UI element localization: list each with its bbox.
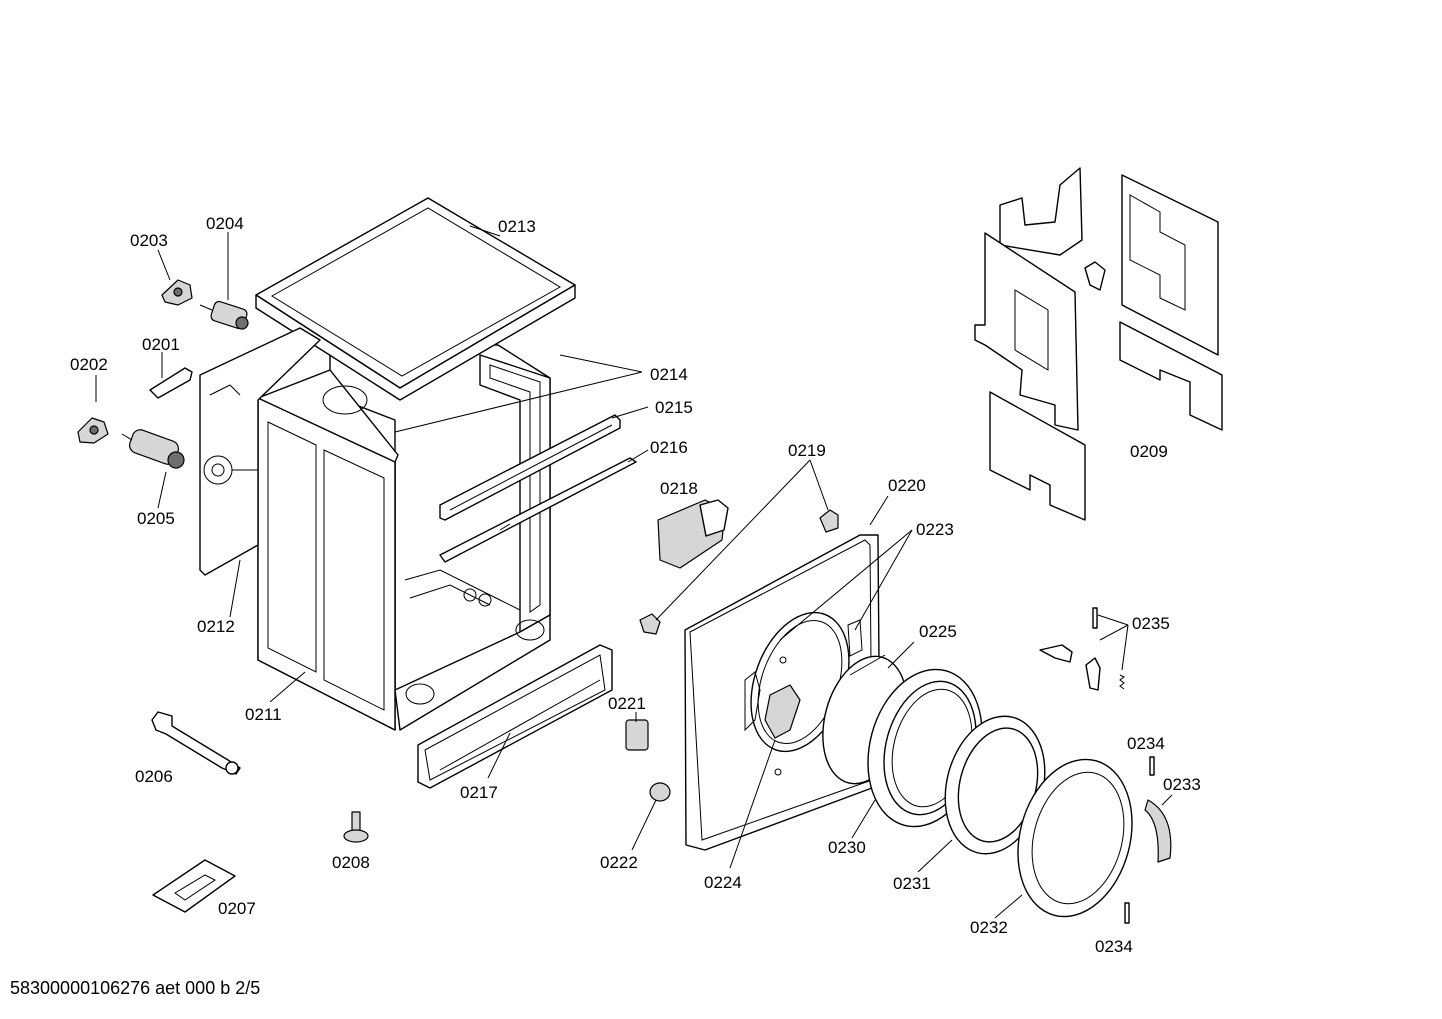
- label-0224: 0224: [704, 873, 742, 892]
- label-0230: 0230: [828, 838, 866, 857]
- label-0220: 0220: [888, 476, 926, 495]
- label-0204: 0204: [206, 214, 244, 233]
- bracket-0207: [152, 859, 236, 913]
- label-0235: 0235: [1132, 614, 1170, 633]
- label-0234b: 0234: [1095, 937, 1133, 956]
- label-0232: 0232: [970, 918, 1008, 937]
- label-0217: 0217: [460, 783, 498, 802]
- part-labels: 0203 0204 0201 0202 0205 0212 0211 0206 …: [70, 214, 1201, 956]
- label-0213: 0213: [498, 217, 536, 236]
- label-0221: 0221: [608, 694, 646, 713]
- door-lock-0218: [657, 499, 729, 569]
- part-0203: [161, 279, 193, 306]
- label-0212: 0212: [197, 617, 235, 636]
- label-0234a: 0234: [1127, 734, 1165, 753]
- label-0211: 0211: [245, 705, 282, 724]
- cross-rail-0215: [439, 414, 621, 521]
- document-id: 58300000106276 aet 000 b 2/5: [10, 978, 261, 998]
- cross-rail-0216: [439, 457, 637, 563]
- clip-0219a: [819, 509, 839, 533]
- part-0202: [77, 417, 109, 444]
- part-0205: [121, 429, 185, 469]
- label-0233: 0233: [1163, 775, 1201, 794]
- top-cover-0213: [255, 197, 576, 401]
- pin-0234a: [1149, 756, 1155, 776]
- part-0204: [199, 300, 249, 330]
- label-0202: 0202: [70, 355, 108, 374]
- label-0208: 0208: [332, 853, 370, 872]
- handle-0233: [1144, 799, 1172, 863]
- label-0223: 0223: [916, 520, 954, 539]
- label-0218: 0218: [660, 479, 698, 498]
- door-outer-ring-0232: [1017, 758, 1133, 918]
- label-0231: 0231: [893, 874, 931, 893]
- label-0203: 0203: [130, 231, 168, 250]
- cabinet-0211: [257, 339, 551, 731]
- label-0207: 0207: [218, 899, 256, 918]
- part-0222: [649, 782, 671, 802]
- part-0201: [149, 367, 193, 399]
- foot-0208: [343, 811, 369, 843]
- wrench-0206: [151, 711, 241, 775]
- label-0209: 0209: [1130, 442, 1168, 461]
- label-0225: 0225: [919, 622, 957, 641]
- clip-0219b: [639, 613, 661, 635]
- label-0215: 0215: [655, 398, 693, 417]
- label-0222: 0222: [600, 853, 638, 872]
- pin-0234b: [1124, 902, 1130, 924]
- plinth-0217: [417, 644, 613, 789]
- leader-lines: [95, 225, 1173, 919]
- label-0214: 0214: [650, 365, 688, 384]
- label-0205: 0205: [137, 509, 175, 528]
- label-0219: 0219: [788, 441, 826, 460]
- rear-panel-0212: [199, 327, 321, 576]
- label-0201: 0201: [142, 335, 180, 354]
- hinge-parts-0235: [1039, 607, 1125, 691]
- label-0216: 0216: [650, 438, 688, 457]
- label-0206: 0206: [135, 767, 173, 786]
- part-0221: [625, 719, 649, 751]
- foam-pads-0209: [974, 167, 1223, 521]
